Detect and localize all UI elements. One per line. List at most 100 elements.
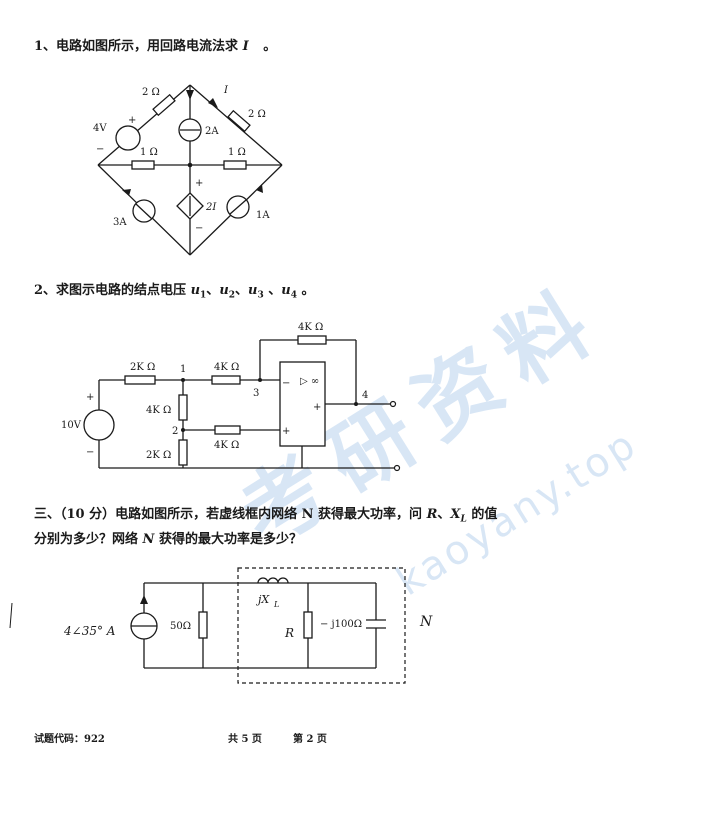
q2-label-10v: 10V [61, 420, 82, 431]
q2-node4-dot [354, 402, 358, 406]
q2-label-r-2-plus: 4K Ω [214, 440, 239, 451]
q2-resistor-2-gnd [178, 439, 188, 466]
q2-voltage-source [83, 409, 115, 441]
q1-label-r-mid-left: 1 Ω [140, 147, 158, 158]
q2-u4-sub: 4 [290, 290, 298, 301]
q3-resistor-50 [198, 611, 208, 639]
q2-label-r-1-3: 4K Ω [214, 362, 239, 373]
q1-cs1-line [229, 199, 247, 215]
q2-node2-label: 2 [172, 426, 178, 437]
q2-ground-terminal [393, 464, 401, 472]
q2-u4: u [281, 283, 291, 298]
q3-sep: 、 [437, 507, 451, 522]
q3-n: N [142, 532, 155, 547]
q3-cs-arrow [140, 595, 148, 604]
q2-sep: 、 [235, 283, 249, 298]
question-1-text: 1、电路如图所示，用回路电流法求 I 。 [34, 38, 276, 56]
q1-label-3a: 3A [113, 217, 127, 228]
footer-page-number: 第 2 页 [293, 734, 327, 745]
q2-opamp [279, 361, 326, 447]
q2-node3-label: 3 [253, 388, 259, 399]
q2-label-r-feedback: 4K Ω [298, 322, 323, 333]
q3-r: R [426, 507, 438, 522]
q2-source-plus: + [86, 392, 94, 403]
footer-total-pages: 共 5 页 [228, 734, 262, 745]
q3-label-jx-sub: L [273, 600, 279, 609]
footer-exam-code: 试题代码：922 [34, 734, 105, 745]
q3-label-jx: jX [255, 593, 270, 606]
q2-u3-sub: 3 [257, 290, 264, 301]
q2-node3-dot [258, 378, 262, 382]
q1-cs3-line [135, 203, 153, 220]
q2-opamp-minus: − [282, 378, 290, 389]
q2-label-r-left: 2K Ω [130, 362, 155, 373]
q2-opamp-plus-in: + [282, 426, 290, 437]
q1-resistor-mid-right [223, 160, 247, 170]
q2-node4-label: 4 [362, 390, 368, 401]
q3-line2-suffix: 获得的最大功率是多少？ [154, 532, 302, 547]
q3-resistor-r [303, 611, 313, 639]
q3-label-source: 4∠35° A [63, 624, 116, 638]
q1-suffix: 。 [263, 39, 277, 54]
q2-node1-dot [181, 378, 185, 382]
q1-3a-arrow [122, 189, 131, 196]
q1-resistor-mid-left [131, 160, 155, 170]
q2-u2-sub: 2 [228, 290, 236, 301]
q1-label-r-top-right: 2 Ω [248, 109, 266, 120]
q1-1a-arrow [256, 184, 263, 193]
q1-dep-minus: − [195, 223, 203, 234]
q1-label-1a: 1A [256, 210, 270, 221]
q2-u2: u [219, 283, 229, 298]
q3-label-r: R [284, 626, 294, 640]
q3-label-cap: − j100Ω [320, 619, 362, 630]
q2-resistor-feedback [297, 335, 327, 345]
q1-label-r-top-left: 2 Ω [142, 87, 160, 98]
q1-current-arrow [208, 98, 218, 108]
q2-opamp-plus-out: + [313, 402, 321, 413]
q2-label-r-2-gnd: 2K Ω [146, 450, 171, 461]
q3-label-network: N [419, 614, 433, 630]
q1-label-current: I [223, 85, 229, 96]
q2-prefix: 2、求图示电路的结点电压 [34, 283, 191, 298]
q2-label-r-1-2: 4K Ω [146, 405, 171, 416]
q1-label-v-source: 4V [93, 123, 107, 134]
q1-resistor-top-right [227, 109, 251, 133]
q3-label-50: 50Ω [170, 621, 191, 632]
q1-plus: + [128, 115, 136, 126]
q2-resistor-2-plus [214, 425, 241, 435]
q1-voltage-source [115, 125, 141, 151]
q1-resistor-top-left [152, 93, 176, 117]
q2-u1-sub: 1 [200, 290, 207, 301]
q1-dep-plus: + [195, 178, 203, 189]
q2-resistor-1-3 [211, 375, 241, 385]
q1-arrow-down [186, 90, 194, 100]
q1-junction-dot [187, 162, 193, 168]
q1-label-r-mid-right: 1 Ω [228, 147, 246, 158]
q2-resistor-left [124, 375, 156, 385]
q1-variable: I [242, 39, 249, 54]
q3-line2-prefix: 分别为多少？网络 [34, 532, 143, 547]
q2-resistor-1-2 [178, 394, 188, 421]
q2-end: 。 [297, 283, 315, 298]
q3-network-box [237, 567, 406, 684]
q1-label-2i: 2I [205, 202, 217, 213]
q2-node2-dot [181, 428, 185, 432]
question-2-text: 2、求图示电路的结点电压 u1、u2、u3 、u4 。 [34, 282, 315, 305]
q2-u1: u [190, 283, 201, 298]
question-3-line-1: 三、（10 分）电路如图所示，若虚线框内网络 N 获得最大功率，问 R、XL 的… [34, 506, 497, 529]
q2-node1-label: 1 [180, 364, 186, 375]
q1-minus: − [96, 144, 104, 155]
margin-mark [9, 602, 13, 629]
q1-prefix: 1、电路如图所示，用回路电流法求 [34, 39, 239, 54]
q3-x-sub: L [460, 514, 467, 525]
q2-sep: 、 [263, 283, 282, 298]
q2-source-minus: − [86, 447, 94, 458]
question-3-line-2: 分别为多少？网络 N 获得的最大功率是多少？ [34, 531, 302, 549]
q2-opamp-symbol: ▷ ∞ [300, 376, 319, 387]
q3-line1-prefix: 三、（10 分）电路如图所示，若虚线框内网络 N 获得最大功率，问 [34, 507, 427, 522]
q2-output-terminal [389, 400, 397, 408]
q3-line1-suffix: 的值 [466, 507, 498, 522]
